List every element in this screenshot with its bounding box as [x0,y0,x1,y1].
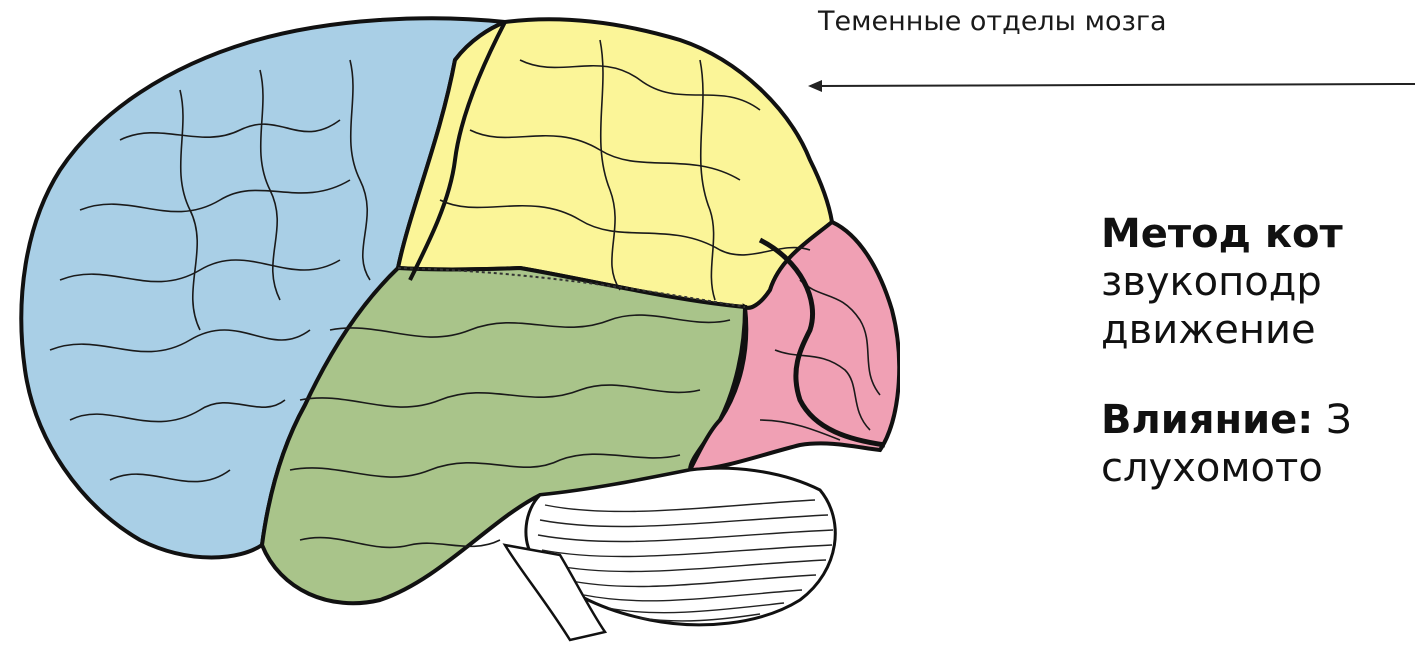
influence-line: Влияние: З [1101,396,1352,444]
spacer [1101,354,1352,396]
influence-rest: З [1313,397,1351,443]
method-label: Метод кот [1101,210,1352,258]
influence-line-2: слухомото [1101,444,1352,492]
text-block: Метод кот звукоподр движение Влияние: З … [1101,210,1352,492]
influence-label: Влияние: [1101,397,1313,443]
method-line-3: движение [1101,306,1352,354]
method-line-2: звукоподр [1101,258,1352,306]
